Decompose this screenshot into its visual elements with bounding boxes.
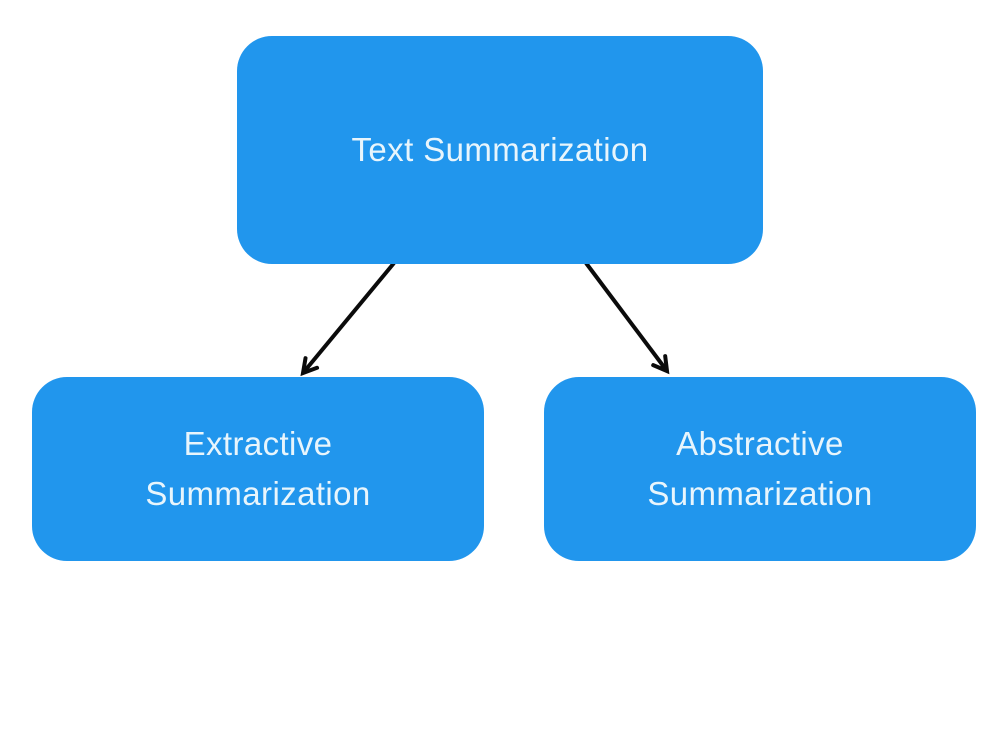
node-abstractive-label-line-2: Summarization — [647, 475, 873, 512]
node-text-summarization-label: Text Summarization — [351, 131, 649, 168]
node-abstractive-label-line-1: Abstractive — [676, 425, 844, 462]
edge-root-to-extractive-arrow — [300, 261, 396, 377]
edge-root-to-abstractive-arrow — [584, 261, 670, 375]
node-extractive-label-line-2: Summarization — [145, 475, 371, 512]
node-extractive-label-line-1: Extractive — [183, 425, 333, 462]
node-text-summarization: Text Summarization — [237, 36, 763, 264]
node-extractive-summarization: Extractive Summarization — [32, 377, 484, 561]
node-abstractive-summarization: Abstractive Summarization — [544, 377, 976, 561]
